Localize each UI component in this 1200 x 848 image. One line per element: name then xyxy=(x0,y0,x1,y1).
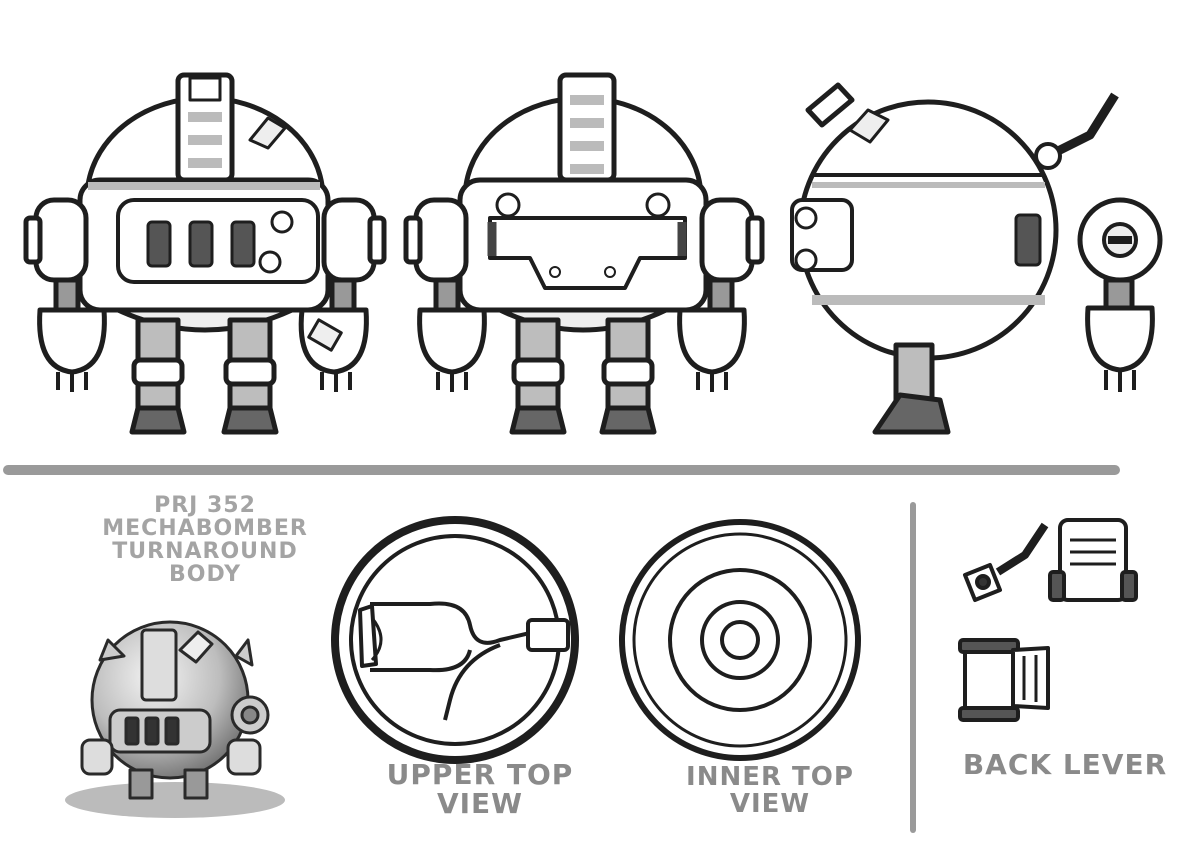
robot-front-view xyxy=(23,72,387,435)
title-line-project: PRJ 352 xyxy=(154,493,256,518)
inner-top-view-drawing xyxy=(619,519,861,761)
sheet-title: PRJ 352 MECHABOMBER TURNAROUND BODY xyxy=(80,494,330,586)
back-lever-parts xyxy=(958,518,1138,722)
robot-side-view xyxy=(790,82,1163,435)
inner-top-view-caption: INNER TOP VIEW xyxy=(670,762,870,820)
inner-top-caption-line1: INNER TOP xyxy=(686,762,854,792)
robot-3d-preview xyxy=(65,620,285,818)
upper-top-caption-line2: VIEW xyxy=(436,787,524,821)
robot-back-view xyxy=(403,72,765,435)
upper-top-view-caption: UPPER TOP VIEW xyxy=(380,760,580,819)
title-line-name: MECHABOMBER xyxy=(102,516,308,542)
back-lever-caption: BACK LEVER xyxy=(962,748,1168,781)
inner-top-caption-line2: VIEW xyxy=(729,789,811,820)
upper-top-caption-line1: UPPER TOP xyxy=(386,758,574,791)
upper-top-view-drawing xyxy=(331,516,579,764)
title-line-turnaround: TURNAROUND xyxy=(112,539,298,565)
title-line-body: BODY xyxy=(168,562,242,588)
